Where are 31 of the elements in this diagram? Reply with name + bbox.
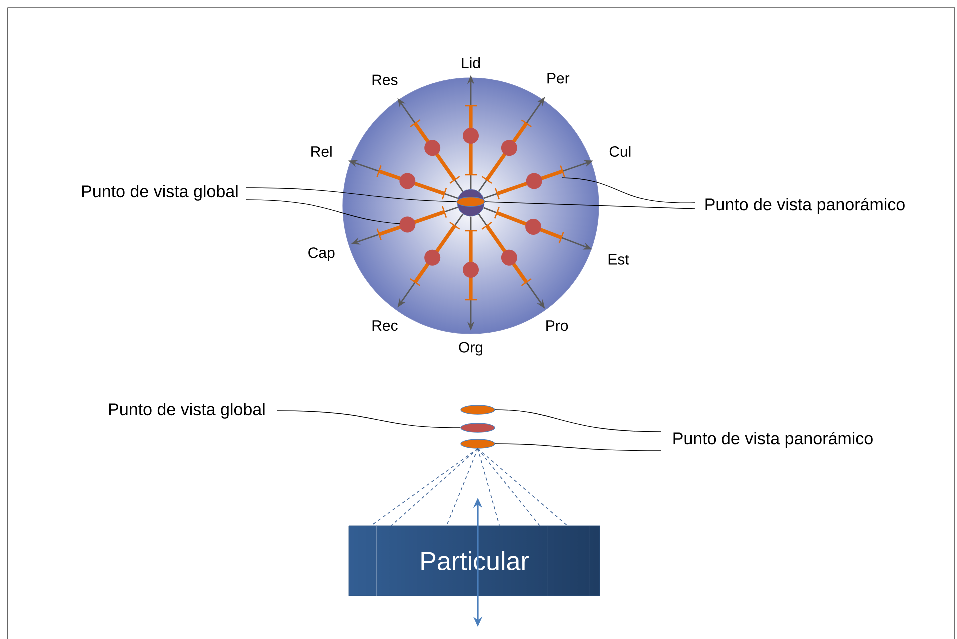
spoke-label: Res: [372, 74, 398, 86]
lens-ellipse: [460, 405, 496, 415]
lens-ellipse: [460, 439, 496, 449]
text-label: Punto de vista global: [82, 185, 238, 201]
center-disc: [456, 196, 486, 208]
dashed-line: [478, 448, 540, 526]
spoke-label: Lid: [462, 58, 480, 68]
dashed-line: [391, 448, 478, 526]
leader-line: [562, 178, 696, 204]
lens-ellipse: [460, 423, 496, 433]
dashed-line: [478, 448, 568, 526]
leader-line: [484, 202, 696, 210]
spoke-label: Rec: [372, 320, 398, 332]
leader-line: [246, 200, 400, 224]
spoke-label: Est: [608, 254, 630, 265]
text-label: Punto de vista global: [109, 403, 265, 419]
text-label: Punto de vista panorámico: [706, 198, 905, 214]
leader-line: [276, 410, 461, 428]
dashed-line: [478, 448, 500, 526]
spoke-label: Org: [459, 342, 483, 356]
dashed-line: [371, 448, 478, 526]
spoke-label: Pro: [546, 320, 568, 332]
spoke-label: Per: [548, 73, 570, 84]
dashed-line: [446, 448, 478, 526]
text-box: Particular: [348, 526, 600, 596]
leader-line: [495, 410, 662, 432]
spoke-label: Rel: [312, 146, 332, 158]
leader-line: [495, 444, 662, 452]
text-label: Punto de vista panorámico: [674, 432, 873, 448]
spoke-label: Cap: [308, 248, 335, 262]
spoke-label: Cul: [610, 146, 631, 158]
